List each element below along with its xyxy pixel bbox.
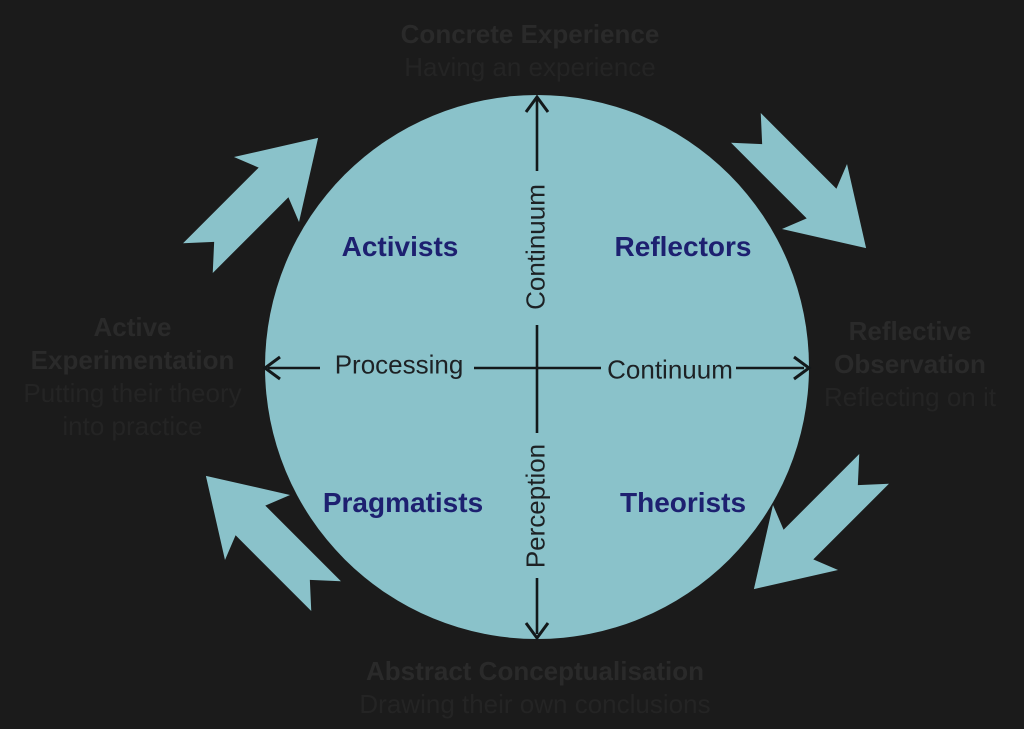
axis-label-continuum-vertical: Continuum (520, 184, 551, 310)
stage-subtitle: Having an experience (404, 52, 656, 82)
axis-arrowhead-up-icon (524, 94, 550, 113)
axis-label-perception: Perception (520, 443, 551, 569)
processing-continuum-axis (262, 355, 812, 381)
quadrant-label-theorists: Theorists (619, 487, 747, 518)
perception-continuum-axis (524, 94, 550, 641)
axis-arrowhead-right-icon (793, 355, 812, 381)
stage-label-abstract-conceptualisation: Abstract Conceptualisation Drawing their… (305, 655, 765, 721)
stage-subtitle: Drawing their own conclusions (359, 689, 711, 719)
axis-label-continuum-horizontal: Continuum (607, 354, 733, 385)
axis-label-processing: Processing (334, 349, 464, 380)
axis-arrowhead-left-icon (262, 355, 281, 381)
stage-label-reflective-observation: Reflective Observation Reflecting on it (815, 315, 1005, 414)
stage-subtitle: Reflecting on it (824, 382, 996, 412)
axis-arrowhead-down-icon (524, 622, 550, 641)
stage-label-concrete-experience: Concrete Experience Having an experience (330, 18, 730, 84)
quadrant-label-reflectors: Reflectors (614, 231, 752, 262)
cycle-arrow-top-right-icon (731, 113, 867, 249)
stage-title: Abstract Conceptualisation (365, 656, 705, 686)
stage-title: Concrete Experience (400, 19, 660, 49)
quadrant-label-pragmatists: Pragmatists (322, 487, 484, 518)
quadrant-label-activists: Activists (341, 231, 459, 262)
stage-subtitle: Putting their theory into practice (23, 378, 242, 441)
stage-title: Reflective Observation (834, 316, 986, 379)
stage-title: Active Experimentation (30, 312, 235, 375)
stage-label-active-experimentation: Active Experimentation Putting their the… (10, 311, 255, 443)
cycle-arrow-bottom-right-icon (753, 454, 889, 590)
cycle-arrow-bottom-left-icon (205, 475, 341, 611)
cycle-arrow-top-left-icon (183, 137, 319, 273)
